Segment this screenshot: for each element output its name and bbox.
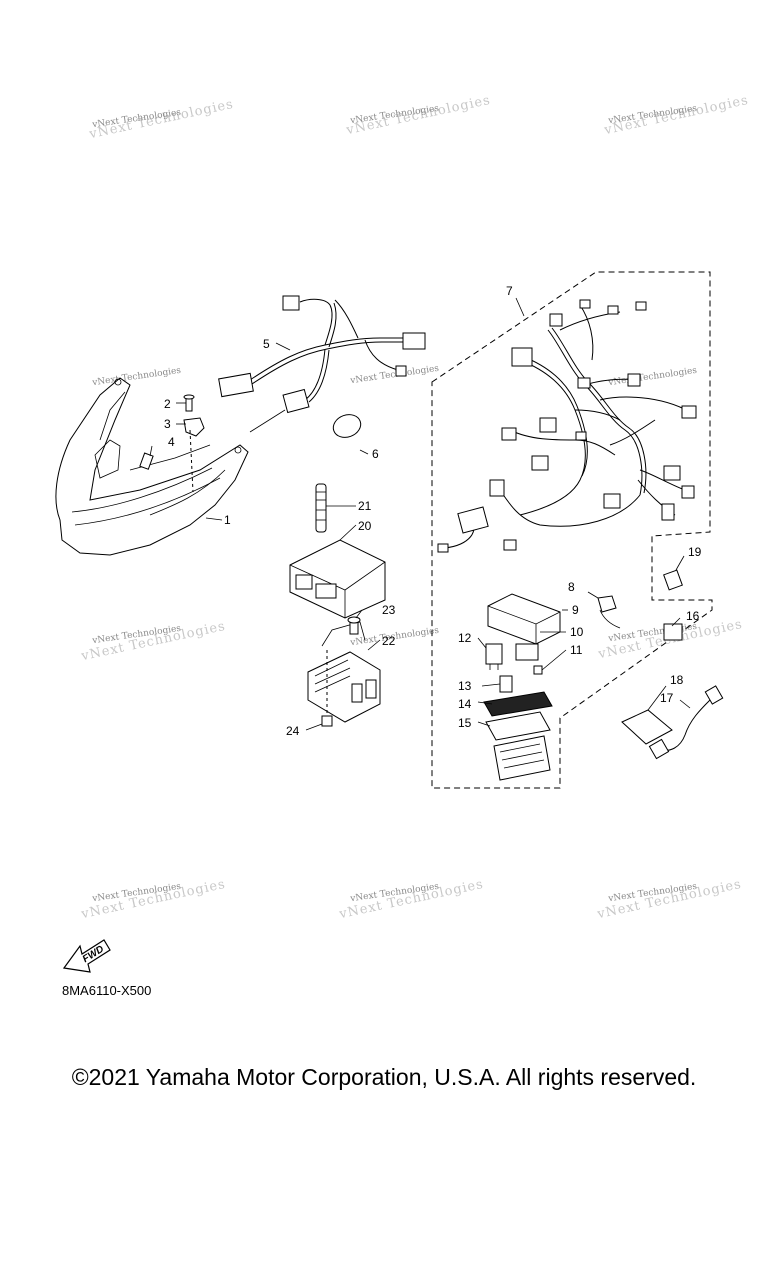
part-fuse-strip-14[interactable] xyxy=(483,691,553,717)
part-connector-4[interactable] xyxy=(139,452,154,470)
part-connector-16[interactable] xyxy=(663,623,683,641)
part-ecu-20[interactable] xyxy=(289,539,386,619)
callout-15[interactable]: 15 xyxy=(458,716,472,730)
callout-14[interactable]: 14 xyxy=(458,697,472,711)
part-relay-box-9[interactable] xyxy=(487,593,561,645)
callout-24[interactable]: 24 xyxy=(286,724,300,738)
part-bolt-2[interactable] xyxy=(183,394,195,412)
group-boundary-7 xyxy=(431,271,713,789)
part-strap-21[interactable] xyxy=(315,483,327,533)
part-clip-3[interactable] xyxy=(183,417,205,437)
part-nut-24[interactable] xyxy=(321,715,333,727)
part-adapter-lead-17[interactable] xyxy=(648,685,724,760)
part-connector-19[interactable] xyxy=(663,569,683,591)
callout-2[interactable]: 2 xyxy=(164,397,171,411)
callout-6[interactable]: 6 xyxy=(372,447,379,461)
part-relay-12[interactable] xyxy=(485,643,503,670)
callout-10[interactable]: 10 xyxy=(570,625,584,639)
part-label-18[interactable] xyxy=(621,709,673,745)
callout-21[interactable]: 21 xyxy=(358,499,372,513)
callout-16[interactable]: 16 xyxy=(686,609,700,623)
part-headlight-cowl[interactable] xyxy=(55,377,249,556)
part-fuse-cover-15[interactable] xyxy=(485,711,551,741)
part-sensor-8[interactable] xyxy=(597,595,621,629)
part-regulator-22[interactable] xyxy=(307,621,381,723)
part-fuse-11[interactable] xyxy=(533,665,543,675)
part-fuse-block[interactable] xyxy=(493,735,551,781)
callout-13[interactable]: 13 xyxy=(458,679,472,693)
callout-23[interactable]: 23 xyxy=(382,603,396,617)
part-relay-10[interactable] xyxy=(515,643,539,661)
part-sub-harness-5[interactable] xyxy=(218,295,426,433)
diagram-code: 8MA6110-X500 xyxy=(62,983,152,998)
callout-5[interactable]: 5 xyxy=(263,337,270,351)
callout-12[interactable]: 12 xyxy=(458,631,472,645)
callout-19[interactable]: 19 xyxy=(688,545,702,559)
part-relay-13[interactable] xyxy=(499,675,513,693)
callout-9[interactable]: 9 xyxy=(572,603,579,617)
part-main-harness-7[interactable] xyxy=(437,299,697,553)
leader-lines xyxy=(149,342,691,731)
callout-17[interactable]: 17 xyxy=(660,691,674,705)
callout-22[interactable]: 22 xyxy=(382,634,396,648)
callout-11[interactable]: 11 xyxy=(570,643,583,657)
callout-1[interactable]: 1 xyxy=(224,513,231,527)
callout-3[interactable]: 3 xyxy=(164,417,171,431)
part-ring-6[interactable] xyxy=(330,411,364,441)
copyright-notice: ©2021 Yamaha Motor Corporation, U.S.A. A… xyxy=(71,1064,697,1090)
callout-18[interactable]: 18 xyxy=(670,673,684,687)
callout-4[interactable]: 4 xyxy=(168,435,175,449)
fwd-arrow-icon: FWD xyxy=(62,939,111,973)
callout-20[interactable]: 20 xyxy=(358,519,372,533)
callout-8[interactable]: 8 xyxy=(568,580,575,594)
callout-7[interactable]: 7 xyxy=(506,284,513,298)
part-bolt-23[interactable] xyxy=(347,616,361,635)
